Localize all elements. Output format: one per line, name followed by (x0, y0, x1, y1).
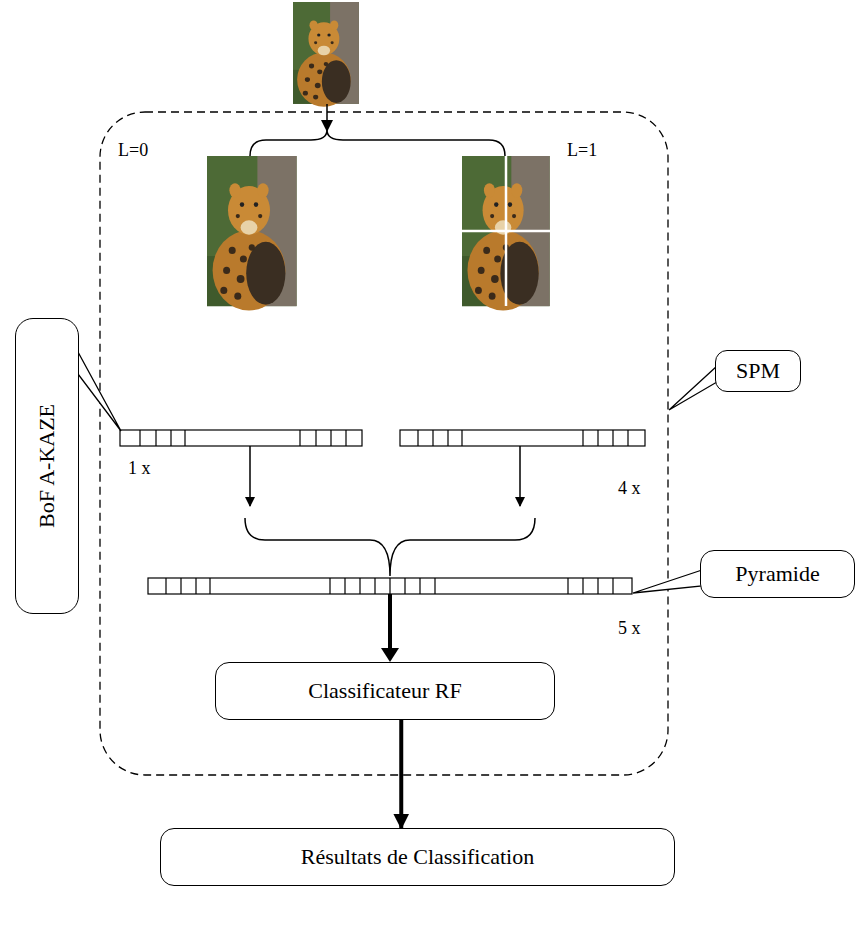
multiplier-label: 5 x (618, 618, 641, 639)
arrow-head (381, 648, 399, 662)
callout-box: SPM (715, 350, 801, 392)
node-text: Pyramide (735, 561, 819, 587)
callout-tail (669, 366, 717, 410)
brace (245, 518, 535, 576)
node-text: Résultats de Classification (301, 844, 534, 870)
pyramid-bar (148, 578, 632, 594)
level1-image (462, 156, 550, 310)
process-box: Résultats de Classification (160, 828, 675, 886)
spm-region (100, 112, 668, 775)
brace (250, 130, 505, 156)
histogram-bar (120, 430, 362, 446)
level-label: L=1 (567, 140, 597, 161)
arrow (249, 446, 251, 506)
level-label: L=0 (118, 140, 148, 161)
node-text: SPM (736, 358, 780, 384)
callout-tail (78, 352, 121, 431)
histogram-bar (400, 430, 645, 446)
node-text: Classificateur RF (308, 678, 461, 704)
node-text: BoF A-KAZE (34, 404, 60, 528)
thick-arrow (399, 720, 403, 828)
multiplier-label: 4 x (618, 478, 641, 499)
process-box: Classificateur RF (215, 662, 555, 720)
arrow (519, 446, 521, 506)
grid-line (462, 230, 550, 233)
thick-arrow (388, 594, 392, 650)
multiplier-label: 1 x (128, 458, 151, 479)
callout-box: Pyramide (700, 550, 855, 598)
callout-box: BoF A-KAZE (15, 318, 79, 614)
level0-image (207, 156, 297, 310)
input-image (293, 2, 359, 107)
callout-tail (633, 570, 702, 593)
